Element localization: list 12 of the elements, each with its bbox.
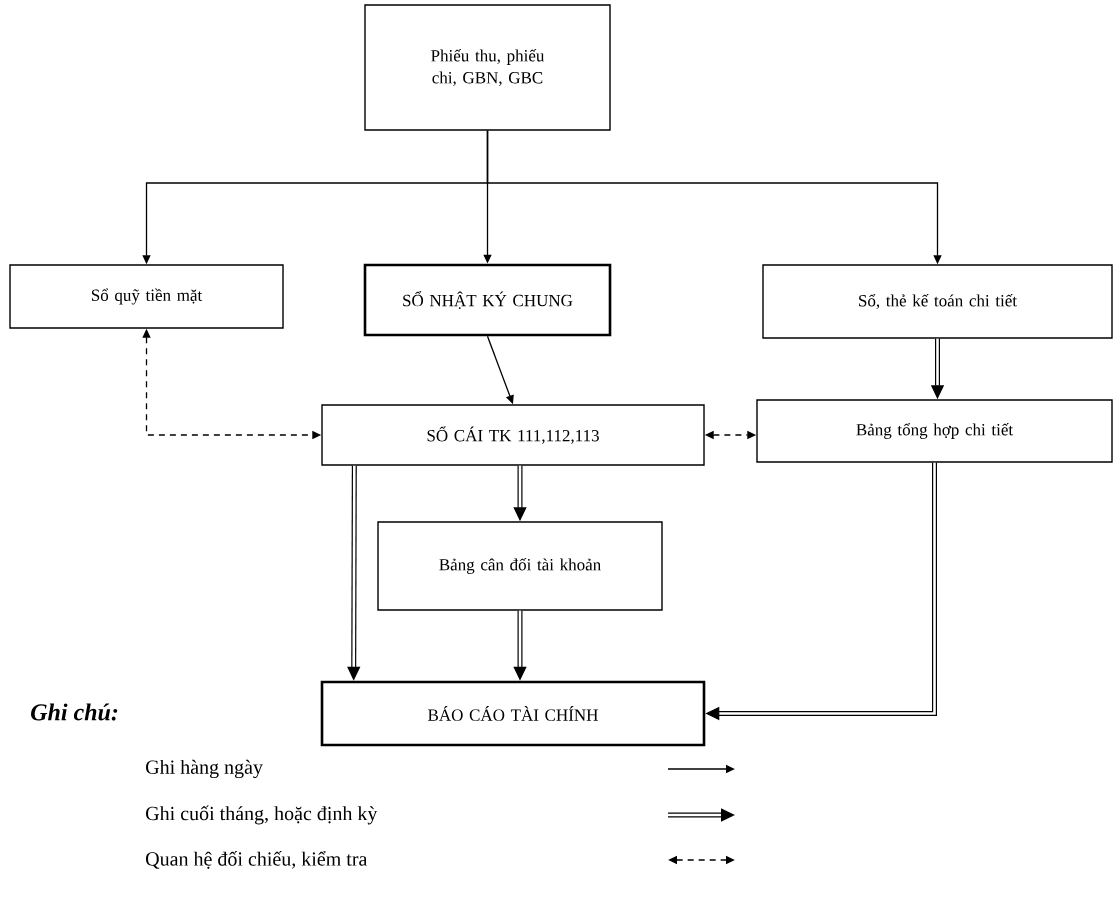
- legend-text: Ghi cuối tháng, hoặc định kỳ: [146, 805, 378, 825]
- legend-text: Ghi hàng ngày: [146, 759, 263, 779]
- process-box: Phiếu thu, phiếu chi, GBN, GBC: [364, 4, 611, 131]
- process-box: SỔ NHẬT KÝ CHUNG: [363, 263, 612, 337]
- process-box: Bảng tổng hợp chi tiết: [756, 399, 1113, 463]
- process-box: Sổ quỹ tiền mặt: [9, 264, 284, 329]
- legend-text: Quan hệ đối chiếu, kiểm tra: [146, 851, 368, 869]
- process-box: Sổ, thẻ kế toán chi tiết: [762, 264, 1113, 339]
- process-box: SỔ CÁI TK 111,112,113: [321, 404, 705, 466]
- legend-heading: Ghi chú:: [31, 703, 118, 721]
- process-box: BÁO CÁO TÀI CHÍNH: [320, 680, 706, 747]
- process-box: Bảng cân đối tài khoản: [377, 521, 663, 611]
